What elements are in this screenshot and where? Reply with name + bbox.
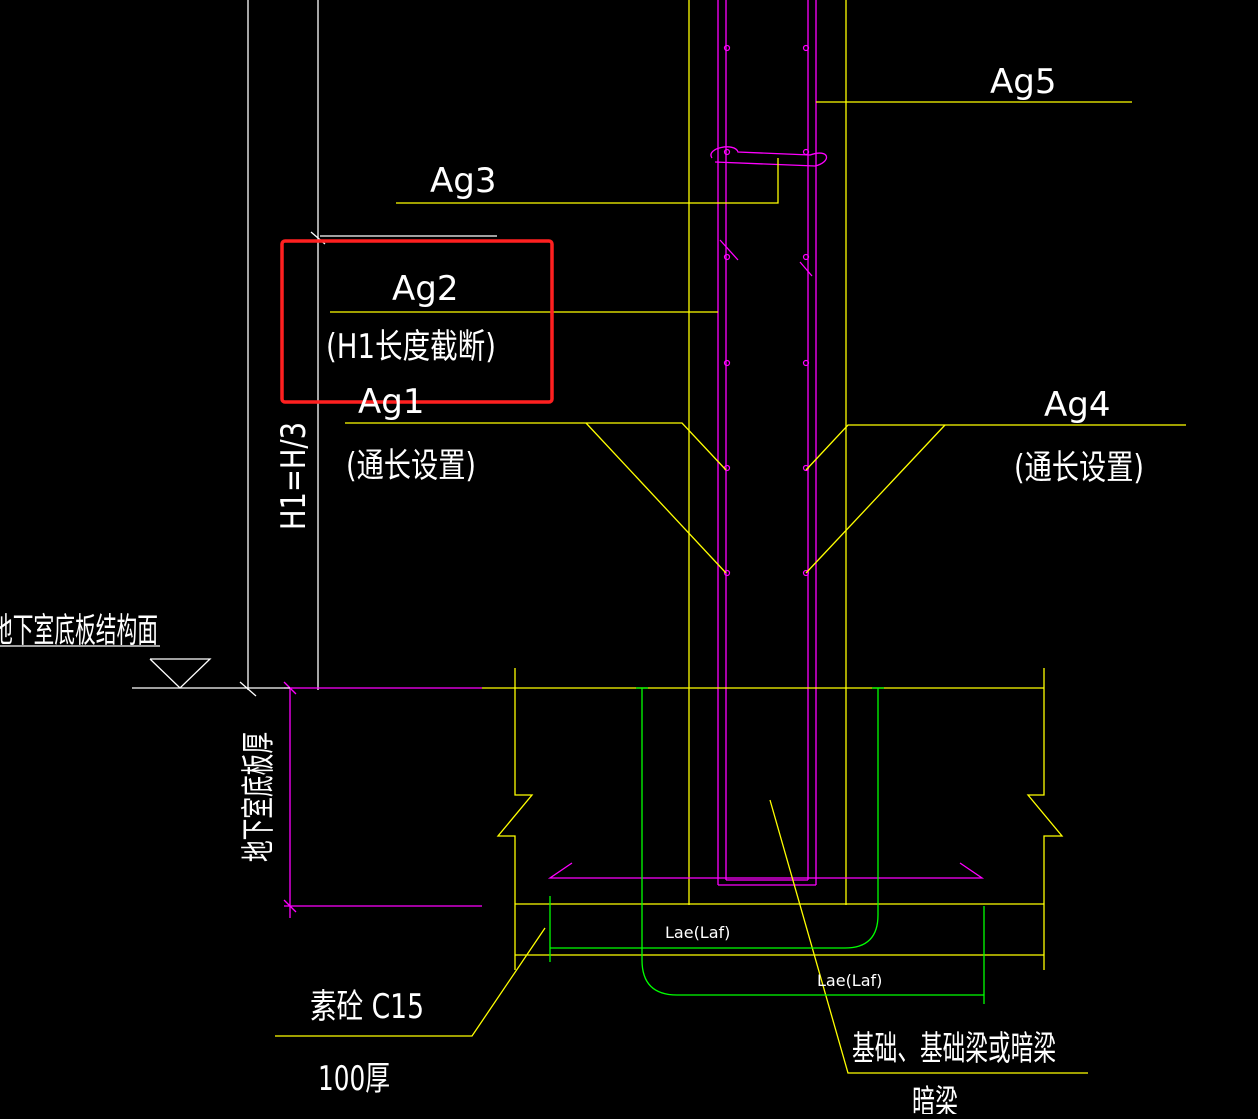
label-ag4: Ag4 bbox=[1044, 385, 1110, 425]
rebar-dots bbox=[723, 44, 810, 577]
label-concrete: 素砼 C15 bbox=[310, 987, 424, 1027]
label-slab-surface: 地下室底板结构面 bbox=[0, 611, 158, 651]
column-rebar bbox=[283, 0, 985, 918]
label-ag4-note: (通长设置) bbox=[1014, 448, 1144, 488]
anchorage-bars bbox=[549, 687, 985, 1004]
label-ag2-note: (H1长度截断) bbox=[326, 327, 496, 367]
highlight-box bbox=[280, 239, 554, 404]
label-lae-lower: Lae(Laf) bbox=[817, 971, 882, 990]
label-h1-dimension: H1=H/3 bbox=[274, 422, 314, 530]
wall-outline-left bbox=[239, 0, 326, 697]
label-ag1-note: (通长设置) bbox=[346, 446, 476, 486]
label-concrete-thickness: 100厚 bbox=[318, 1059, 390, 1099]
slab-surface-marker bbox=[0, 235, 497, 689]
label-slab-thickness: 地下室底板厚 bbox=[239, 732, 279, 862]
label-ag3: Ag3 bbox=[430, 161, 496, 201]
leader-lines bbox=[275, 101, 1186, 1074]
column-outline bbox=[688, 0, 847, 905]
label-ag2: Ag2 bbox=[392, 269, 458, 309]
label-ag1: Ag1 bbox=[358, 382, 424, 422]
label-lae-upper: Lae(Laf) bbox=[665, 923, 730, 942]
label-hidden-beam: 暗梁 bbox=[912, 1083, 958, 1114]
label-ag5: Ag5 bbox=[990, 62, 1056, 102]
label-foundation: 基础、基础梁或暗梁 bbox=[852, 1029, 1056, 1069]
